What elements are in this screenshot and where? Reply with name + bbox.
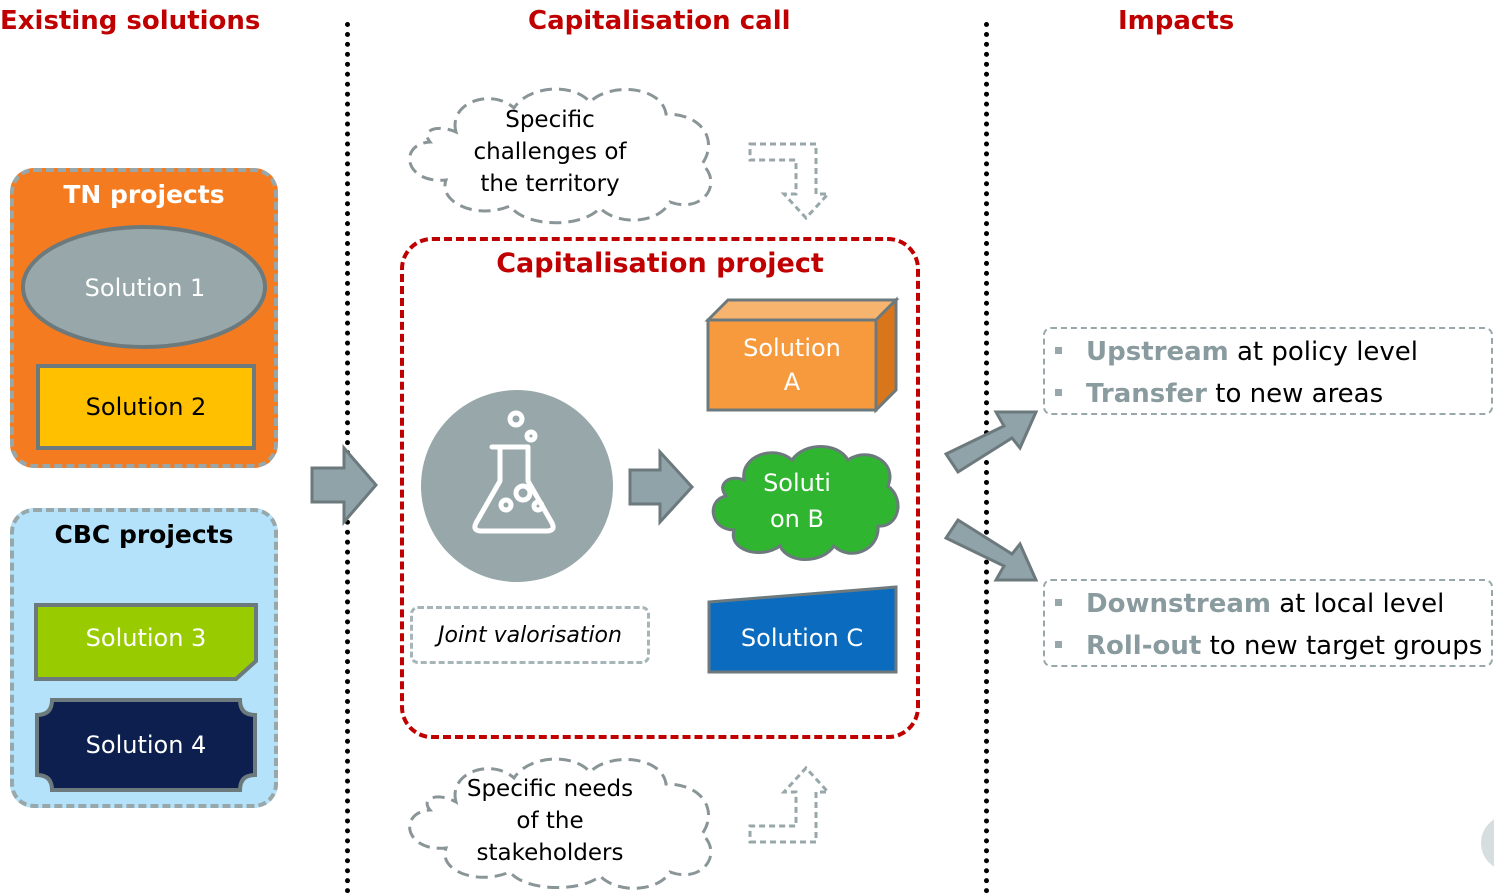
impact-downstream-keyword: Downstream bbox=[1086, 589, 1271, 619]
solution-1-ellipse bbox=[21, 225, 267, 349]
bent-arrow-up bbox=[748, 765, 832, 844]
arrow-down-right-icon bbox=[943, 517, 1039, 582]
arrow-right-icon bbox=[310, 444, 378, 526]
arrow-to-upper-impacts bbox=[943, 410, 1039, 475]
arrow-right-icon bbox=[628, 448, 695, 526]
solution-c-shape bbox=[707, 585, 898, 674]
heading-impacts: Impacts bbox=[1118, 6, 1235, 36]
impact-transfer: Transfer to new areas bbox=[1055, 379, 1383, 409]
bullet-icon bbox=[1055, 389, 1062, 396]
page-corner-circle bbox=[1481, 815, 1494, 871]
solution-b-line-2: on B bbox=[770, 505, 824, 533]
solution-b-label: Soluti on B bbox=[704, 440, 890, 562]
solution-a-label: Solution A bbox=[708, 322, 876, 408]
cloud-challenges-line-2: challenges of bbox=[473, 139, 627, 165]
arrow-up-right-icon bbox=[943, 410, 1039, 475]
cbc-projects-title: CBC projects bbox=[54, 520, 234, 549]
solution-4-shape bbox=[35, 698, 257, 792]
solution-4-plaque bbox=[35, 698, 257, 792]
solution-a-line-2: A bbox=[783, 368, 801, 396]
impact-downstream-text: at local level bbox=[1270, 589, 1445, 619]
solution-c-label: Solution C bbox=[740, 624, 864, 652]
lab-circle bbox=[421, 390, 613, 582]
impact-transfer-keyword: Transfer bbox=[1086, 379, 1207, 409]
solution-c-trapezoid bbox=[707, 585, 898, 674]
heading-capitalisation-call: Capitalisation call bbox=[528, 6, 791, 36]
arrow-existing-to-project bbox=[310, 444, 378, 526]
solution-2-box: Solution 2 bbox=[36, 364, 256, 450]
solution-a-side-face bbox=[874, 296, 898, 414]
cloud-needs-text: Specific needs of the stakeholders bbox=[440, 773, 660, 869]
arrow-to-lower-impacts bbox=[943, 517, 1039, 582]
solution-a-front-face bbox=[706, 318, 878, 412]
cloud-challenges bbox=[408, 87, 713, 225]
solution-b-shape bbox=[711, 445, 900, 561]
cloud-challenges-line-3: the territory bbox=[480, 171, 620, 197]
solution-a-top-face bbox=[704, 298, 900, 322]
impact-downstream: Downstream at local level bbox=[1055, 589, 1444, 619]
solution-3-folded-note bbox=[34, 603, 258, 681]
joint-valorisation-label: Joint valorisation bbox=[410, 606, 650, 664]
cloud-challenges-outline bbox=[408, 87, 713, 225]
solution-3-shape bbox=[34, 603, 258, 681]
cloud-needs-line-2: of the bbox=[516, 808, 584, 834]
impact-upstream: Upstream at policy level bbox=[1055, 337, 1418, 367]
solution-b-line-1: Soluti bbox=[763, 469, 831, 497]
impact-transfer-text: to new areas bbox=[1207, 379, 1384, 409]
solution-a-line-1: Solution bbox=[743, 334, 841, 362]
bullet-icon bbox=[1055, 599, 1062, 606]
cloud-needs-line-3: stakeholders bbox=[476, 840, 624, 866]
solution-b-cloud bbox=[711, 445, 900, 561]
tn-projects-title: TN projects bbox=[63, 180, 225, 209]
arrow-lab-to-solutions bbox=[628, 448, 695, 526]
cloud-needs-outline bbox=[408, 757, 713, 890]
impact-rollout-text: to new target groups bbox=[1201, 631, 1483, 661]
solution-3-label: Solution 3 bbox=[85, 624, 207, 652]
heading-existing-solutions: Existing solutions bbox=[0, 6, 261, 36]
divider-right bbox=[984, 22, 989, 894]
cloud-challenges-text: Specific challenges of the territory bbox=[440, 104, 660, 200]
impact-upstream-keyword: Upstream bbox=[1086, 337, 1229, 367]
bent-arrow-down-icon bbox=[748, 142, 832, 221]
impact-rollout-keyword: Roll-out bbox=[1086, 631, 1202, 661]
capitalisation-project-box bbox=[400, 237, 920, 739]
flask-icon bbox=[472, 410, 556, 534]
bullet-icon bbox=[1055, 347, 1062, 354]
cloud-challenges-line-1: Specific bbox=[505, 107, 595, 133]
impact-box-lower: Downstream at local level Roll-out to ne… bbox=[1043, 579, 1493, 667]
solution-4-label: Solution 4 bbox=[85, 731, 207, 759]
solution-a-shape bbox=[704, 296, 900, 414]
cloud-needs-line-1: Specific needs bbox=[466, 776, 634, 802]
impact-rollout: Roll-out to new target groups bbox=[1055, 631, 1482, 661]
solution-1-shape bbox=[21, 225, 267, 349]
cloud-needs bbox=[408, 757, 713, 890]
impact-upstream-text: at policy level bbox=[1228, 337, 1419, 367]
capitalisation-project-title: Capitalisation project bbox=[496, 248, 824, 279]
bent-arrow-down bbox=[748, 142, 832, 221]
solution-1-label: Solution 1 bbox=[84, 274, 206, 302]
bullet-icon bbox=[1055, 641, 1062, 648]
bent-arrow-up-icon bbox=[748, 765, 832, 844]
impact-box-upper: Upstream at policy level Transfer to new… bbox=[1043, 327, 1493, 415]
